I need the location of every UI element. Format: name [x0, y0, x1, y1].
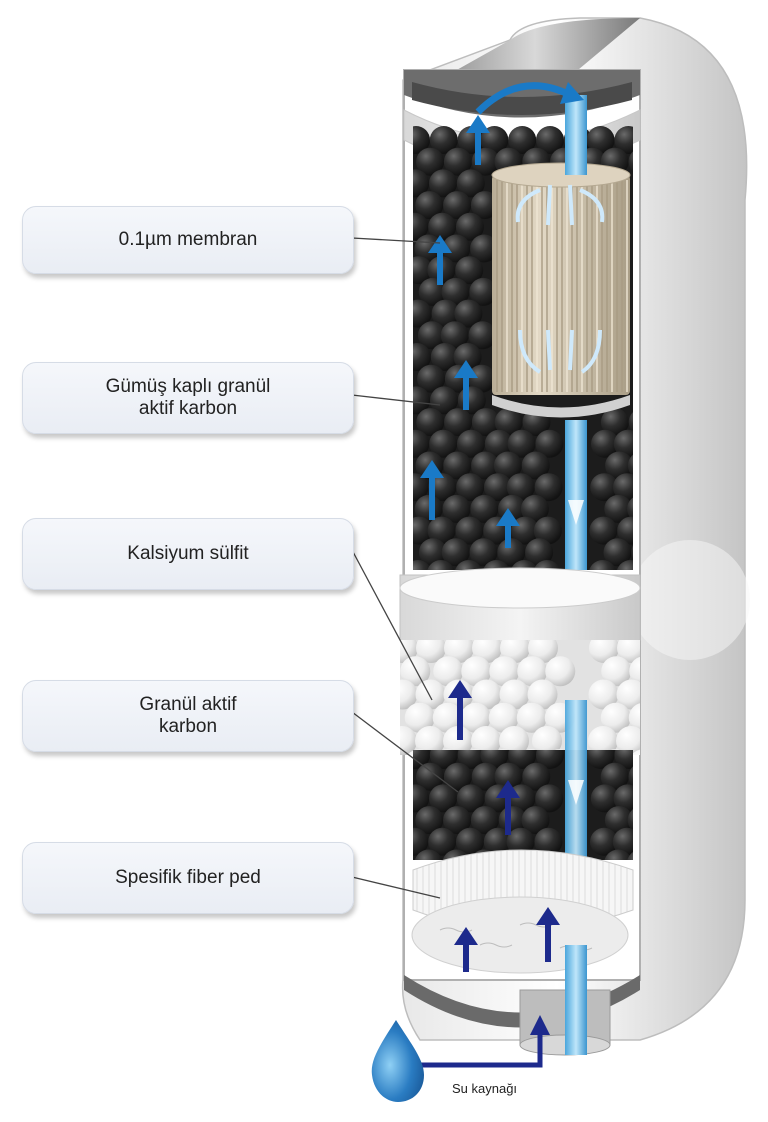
flow-arrow-icon — [420, 460, 444, 520]
water-drop-icon — [371, 1020, 424, 1102]
flow-arrow-icon — [496, 508, 520, 548]
source-arrowhead-icon — [530, 1015, 550, 1035]
flow-arrows-lower — [448, 680, 560, 972]
granular-carbon-bed — [413, 750, 633, 860]
calcium-sulfite-bed — [400, 640, 640, 755]
water-source-label: Su kaynağı — [452, 1081, 518, 1096]
label-silver-carbon: Gümüş kaplı granül aktif karbon — [22, 362, 354, 434]
top-flow-arrowhead-icon — [560, 82, 584, 104]
label-calcium-sulfite-text: Kalsiyum sülfit — [127, 543, 249, 564]
label-membrane: 0.1µm membran — [22, 206, 354, 274]
flow-arrow-icon — [448, 680, 472, 740]
fiber-pad — [411, 849, 634, 974]
flow-arrow-icon — [496, 780, 520, 835]
center-water-tube-upper — [565, 420, 587, 570]
top-flow-arrow-icon — [475, 82, 572, 115]
flow-arrow-icon — [454, 927, 478, 972]
leader-lines — [351, 237, 459, 899]
label-fiber-pad: Spesifik fiber ped — [22, 842, 354, 914]
label-fiber-pad-text: Spesifik fiber ped — [115, 867, 261, 888]
flow-arrow-icon — [428, 235, 452, 285]
label-granular-carbon-line2: karbon — [158, 716, 218, 737]
label-granular-carbon: Granül aktif karbon — [22, 680, 354, 752]
source-flow-line — [420, 1030, 543, 1068]
flow-arrow-icon — [536, 907, 560, 962]
label-calcium-sulfite: Kalsiyum sülfit — [22, 518, 354, 590]
label-silver-carbon-line1: Gümüş kaplı granül — [105, 376, 271, 397]
label-membrane-text: 0.1µm membran — [118, 229, 258, 250]
flow-arrows-upper — [420, 115, 520, 548]
downward-flow-arrows — [568, 500, 584, 1100]
label-silver-carbon-line2: aktif karbon — [138, 398, 238, 419]
label-granular-carbon-line1: Granül aktif — [139, 694, 237, 715]
flow-arrow-icon — [454, 360, 478, 410]
membrane-flow-arrows — [515, 184, 605, 374]
flow-arrow-icon — [466, 115, 490, 165]
